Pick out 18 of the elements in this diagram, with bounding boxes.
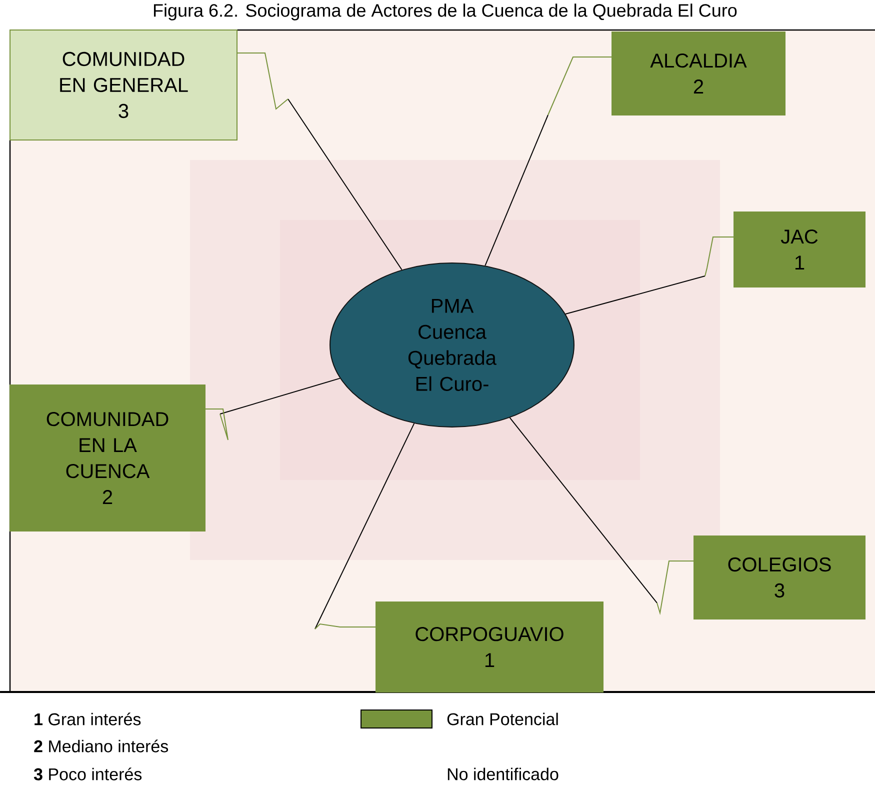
actor-box: JAC 1 [734,212,866,288]
actor-box: CORPOGUAVIO 1 [376,602,604,692]
actor-box: ALCALDIA 2 [612,32,786,116]
actor-box: COLEGIOS 3 [694,536,866,620]
legend-text: 1 Gran interés [34,712,141,726]
connector-line [509,417,694,616]
connector-line [565,236,734,315]
legend-text: No identificado [448,768,558,780]
figure-title: Figura 6.2. Sociograma de Actores de la Cuenca de la Quebrada El Curo [154,4,737,20]
actor-box: COMUNIDAD EN LA CUENCA 2 [10,384,206,532]
connector-line [484,56,612,266]
connector-line [236,52,402,270]
legend-text: 3 Poco interés [34,768,142,780]
connector-line [314,422,415,630]
legend-text: Gran Potencial [447,712,558,726]
legend-text: 2 Mediano interés [34,740,168,752]
actor-box: COMUNIDAD EN GENERAL 3 [10,30,238,140]
connector-line [204,378,340,440]
